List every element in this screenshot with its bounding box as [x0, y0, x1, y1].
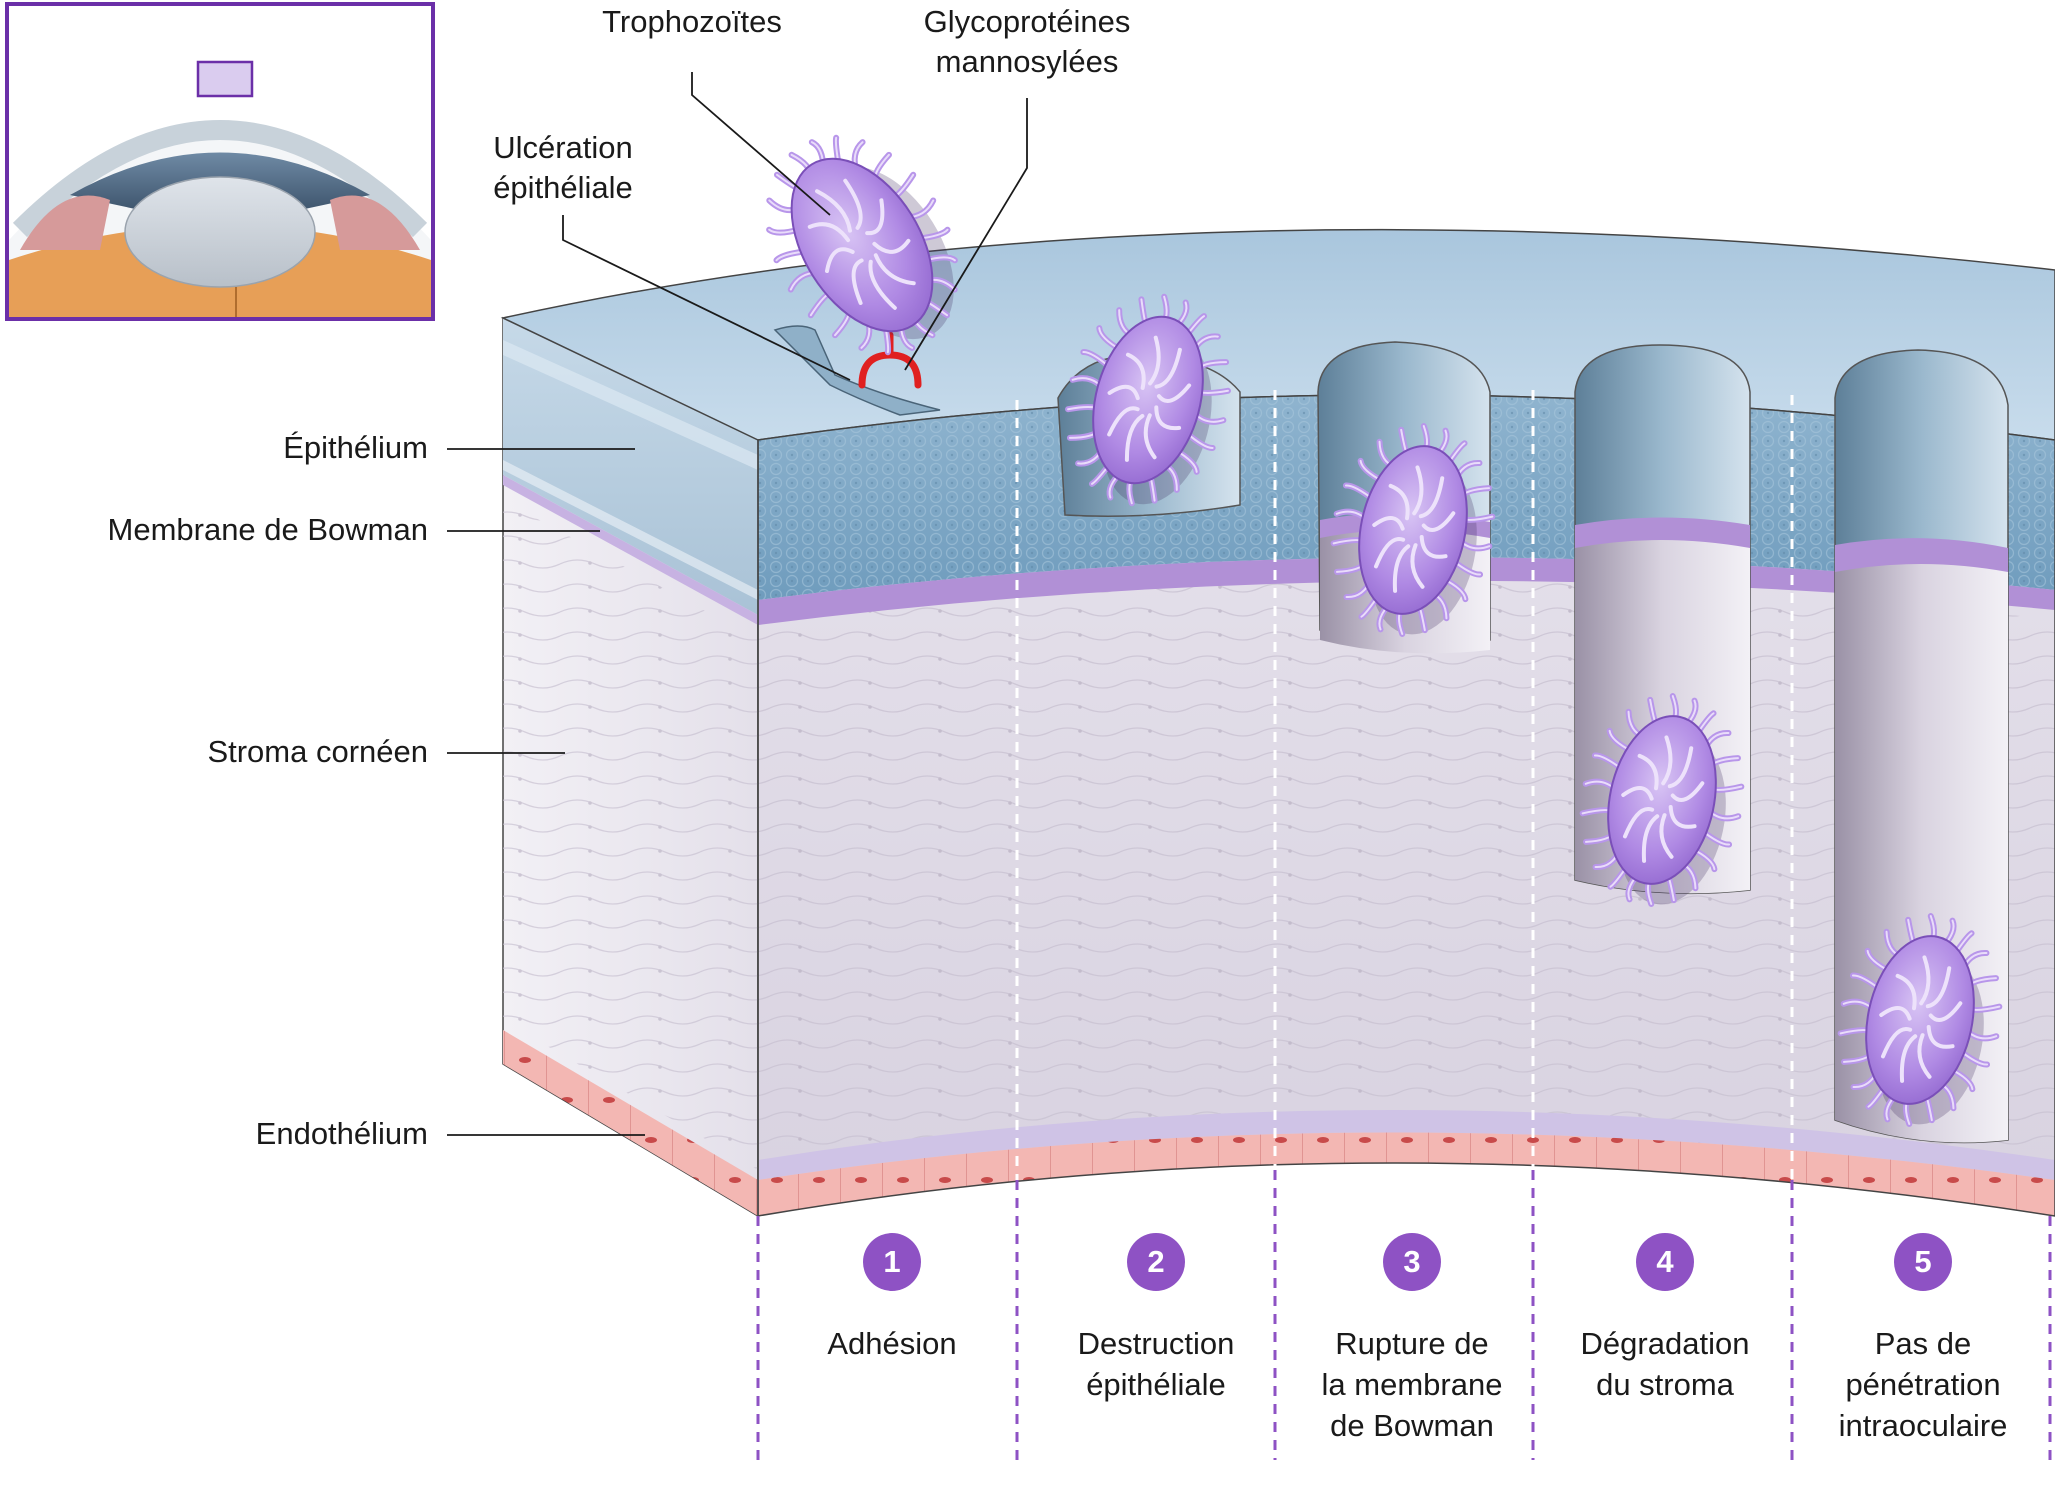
step-3-badge: 3 [1383, 1233, 1441, 1291]
eye-inset [5, 2, 435, 321]
cornea-block [500, 228, 2055, 1218]
step-4-label: Dégradation du stroma [1580, 1326, 1750, 1402]
trophozoite-2 [1065, 293, 1231, 507]
step-5-label: Pas de pénétration intraoculaire [1838, 1326, 2008, 1443]
step-5-badge: 5 [1894, 1233, 1952, 1291]
step-4-badge: 4 [1636, 1233, 1694, 1291]
trophozoites-label: Trophozoïtes [602, 4, 782, 39]
epithelium-label: Épithélium [283, 430, 428, 465]
step-2-label: Destruction épithéliale [1077, 1326, 1235, 1402]
trophozoite-3 [1330, 423, 1496, 637]
column-dividers [756, 390, 2052, 1460]
ulceration [773, 325, 941, 416]
endothelium-label: Endothélium [255, 1116, 428, 1151]
step-2-badge: 2 [1127, 1233, 1185, 1291]
trophozoite-5 [1837, 913, 2003, 1127]
stroma-label: Stroma cornéen [207, 734, 428, 769]
step-1-badge: 1 [863, 1233, 921, 1291]
glycoprotein-label-line1: Glycoprotéines [923, 4, 1131, 39]
trophozoite-1 [766, 134, 958, 356]
ulceration-label-line1: Ulcération [493, 130, 633, 165]
ulceration-label-line2: épithéliale [493, 170, 633, 205]
bowman-membrane-label: Membrane de Bowman [107, 512, 429, 547]
trophozoite-4 [1579, 693, 1745, 907]
step-3-label: Rupture de la membrane de Bowman [1321, 1326, 1503, 1443]
step-1-label: Adhésion [827, 1326, 957, 1361]
leader-lines [447, 72, 1028, 1136]
glycoprotein-label-line2: mannosylées [935, 44, 1119, 79]
trophozoites [766, 134, 2003, 1127]
